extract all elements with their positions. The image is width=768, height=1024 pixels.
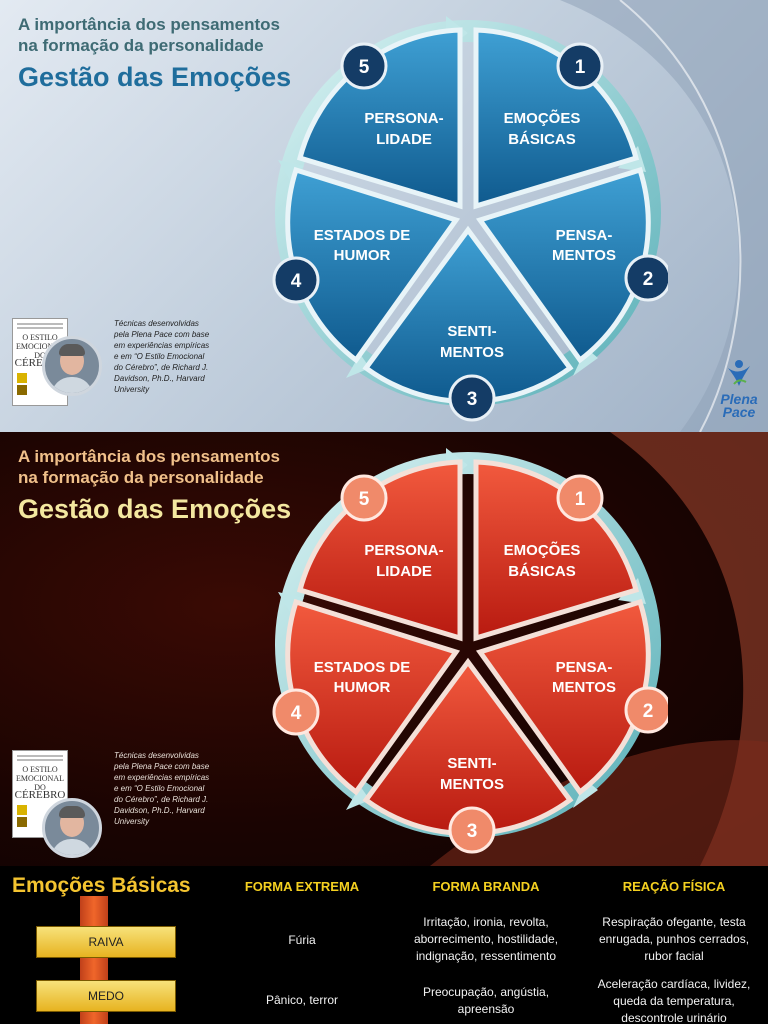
svg-text:1: 1 <box>575 489 586 510</box>
plena-pace-logo: Plena Pace <box>712 358 766 419</box>
slide-subtitle: A importância dos pensamentos na formaçã… <box>18 446 280 488</box>
logo-figure-icon <box>724 358 754 388</box>
segment-label: SENTI- <box>447 323 496 340</box>
number-badge-1: 1 <box>558 44 602 88</box>
table-cell: Respiração ofegante, testa enrugada, pun… <box>588 914 760 965</box>
segment-label: EMOÇÕES <box>504 541 581 559</box>
segment-label: ESTADOS DE <box>314 659 410 676</box>
slide-blue: A importância dos pensamentos na formaçã… <box>0 0 768 432</box>
svg-text:4: 4 <box>291 271 302 292</box>
segment-label: MENTOS <box>440 776 504 793</box>
segment-label: PENSA- <box>556 227 613 244</box>
number-badge-2: 2 <box>626 256 668 300</box>
emotions-table: Emoções Básicas FORMA EXTREMA FORMA BRAN… <box>0 866 768 1024</box>
table-cell: Pânico, terror <box>222 992 382 1009</box>
number-badge-4: 4 <box>274 258 318 302</box>
emotion-button-medo[interactable]: MEDO <box>36 980 176 1012</box>
segment-label: HUMOR <box>334 679 391 696</box>
segment-label: PERSONA- <box>364 542 443 559</box>
segment-label: SENTI- <box>447 755 496 772</box>
column-header: FORMA BRANDA <box>396 879 576 894</box>
segment-label: MENTOS <box>552 679 616 696</box>
slide-red: A importância dos pensamentos na formaçã… <box>0 432 768 866</box>
logo-text: Pace <box>712 406 766 419</box>
segment-label: EMOÇÕES <box>504 109 581 127</box>
table-cell: Fúria <box>222 932 382 949</box>
slide-subtitle: A importância dos pensamentos na formaçã… <box>18 14 280 56</box>
segment-label: MENTOS <box>440 344 504 361</box>
segment-label: PERSONA- <box>364 110 443 127</box>
segment-label: BÁSICAS <box>508 563 576 580</box>
credit-text: Técnicas desenvolvidas pela Plena Pace c… <box>114 318 210 395</box>
number-badge-3: 3 <box>450 808 494 852</box>
segment-label: LIDADE <box>376 563 432 580</box>
number-badge-3: 3 <box>450 376 494 420</box>
cycle-diagram: EMOÇÕES BÁSICAS PENSA- MENTOS SENTI- MEN… <box>268 440 668 860</box>
svg-text:1: 1 <box>575 57 586 78</box>
column-header: REAÇÃO FÍSICA <box>584 879 764 894</box>
author-avatar <box>42 336 102 396</box>
number-badge-4: 4 <box>274 690 318 734</box>
emotion-button-raiva[interactable]: RAIVA <box>36 926 176 958</box>
svg-text:3: 3 <box>467 389 478 410</box>
table-title: Emoções Básicas <box>12 874 191 898</box>
svg-text:2: 2 <box>643 701 654 722</box>
number-badge-5: 5 <box>342 44 386 88</box>
cycle-diagram: EMOÇÕES BÁSICAS PENSA- MENTOS SENTI- MEN… <box>268 8 668 428</box>
number-badge-1: 1 <box>558 476 602 520</box>
segment-label: ESTADOS DE <box>314 227 410 244</box>
author-avatar <box>42 798 102 858</box>
number-badge-5: 5 <box>342 476 386 520</box>
table-cell: Preocupação, angústia, apreensão <box>400 984 572 1018</box>
slide-title: Gestão das Emoções <box>18 494 291 525</box>
table-cell: Aceleração cardíaca, lividez, queda da t… <box>588 976 760 1024</box>
credit-text: Técnicas desenvolvidas pela Plena Pace c… <box>114 750 210 827</box>
segment-label: BÁSICAS <box>508 131 576 148</box>
segment-label: LIDADE <box>376 131 432 148</box>
segment-label: PENSA- <box>556 659 613 676</box>
svg-text:2: 2 <box>643 269 654 290</box>
svg-text:5: 5 <box>359 489 370 510</box>
slide-title: Gestão das Emoções <box>18 62 291 93</box>
svg-text:5: 5 <box>359 57 370 78</box>
number-badge-2: 2 <box>626 688 668 732</box>
segment-label: MENTOS <box>552 247 616 264</box>
column-header: FORMA EXTREMA <box>222 879 382 894</box>
svg-text:3: 3 <box>467 821 478 842</box>
table-cell: Irritação, ironia, revolta, aborreciment… <box>400 914 572 965</box>
svg-text:4: 4 <box>291 703 302 724</box>
segment-label: HUMOR <box>334 247 391 264</box>
